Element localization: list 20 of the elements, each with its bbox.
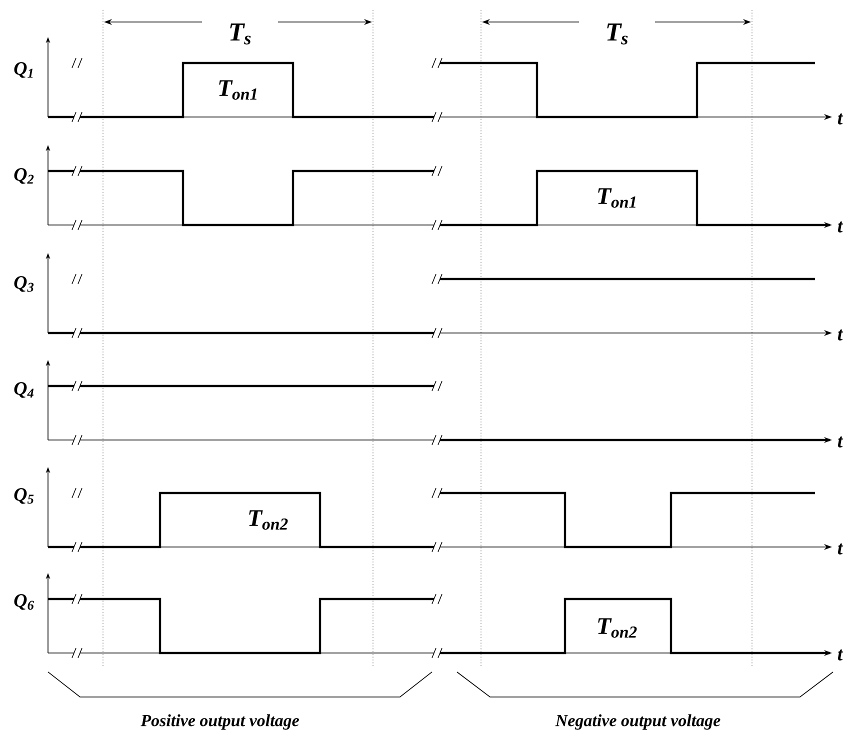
on-time-label: T$_{on1}$ — [219, 80, 256, 100]
on-time-label: T$_{on2}$ — [249, 510, 288, 530]
time-axis-label: t — [838, 330, 844, 340]
time-axis-label: t — [838, 114, 844, 124]
time-axis-label: t — [838, 436, 844, 448]
signal-label: Q$_{3}$ — [14, 276, 34, 292]
on-time-label: T$_{on2}$ — [598, 618, 637, 638]
signal-label: Q$_{6}$ — [14, 594, 34, 610]
signal-label: Q$_{1}$ — [14, 62, 33, 78]
period-label: T$_{s}$ — [230, 24, 251, 44]
period-label: T$_{s}$ — [607, 24, 628, 44]
time-axis-label: t — [838, 222, 844, 232]
time-axis-label: t — [838, 544, 844, 554]
signal-label: Q$_{4}$ — [14, 382, 34, 398]
signal-label: Q$_{5}$ — [14, 488, 34, 504]
caption-text: Positive output voltage — [140, 714, 299, 730]
on-time-label: T$_{on1}$ — [598, 188, 636, 208]
caption-text: Negative output voltage — [555, 714, 720, 730]
time-axis-label: t — [838, 650, 844, 660]
signal-label: Q$_{2}$ — [14, 168, 34, 184]
